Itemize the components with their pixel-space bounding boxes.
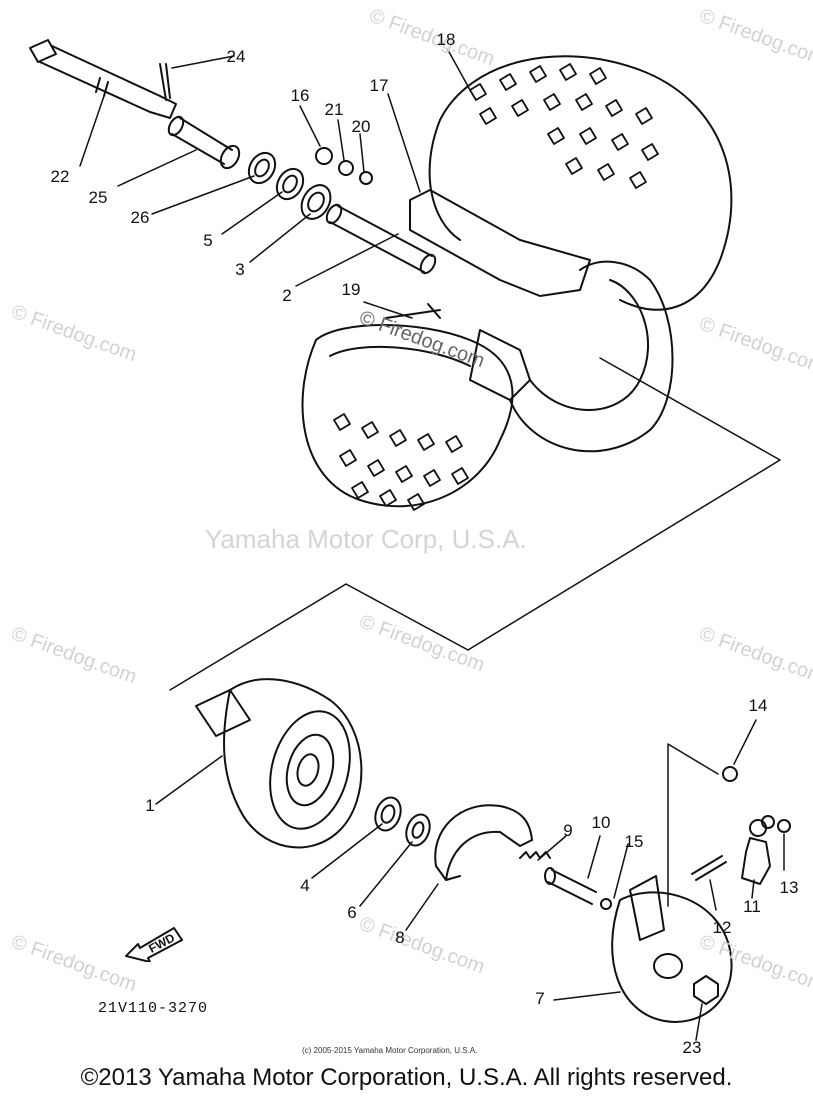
nut-23-part [693,975,719,1005]
callout-15: 15 [624,832,644,851]
bolt-12-part [691,855,727,881]
nut-13-part [777,819,791,833]
tire-treads [333,63,659,511]
cotter-pin-part [159,63,171,101]
hub-part [195,678,363,849]
callout-10: 10 [591,813,611,832]
callout-13: 13 [779,878,799,897]
callout-18: 18 [436,30,456,49]
oil-seal-part [247,151,277,185]
part-code: 21V110-3270 [98,1000,209,1017]
callout-5: 5 [203,231,213,250]
collar-part [167,115,241,170]
tire-part [301,55,733,508]
callout-20: 20 [351,117,371,136]
axle-bolt-part [29,39,177,119]
callout-23: 23 [682,1038,702,1057]
callout-22: 22 [50,167,70,186]
callout-1: 1 [145,796,155,815]
footer-copyright: ©2013 Yamaha Motor Corporation, U.S.A. A… [80,1064,733,1091]
nut-16-part [315,147,333,165]
camshaft-part [544,867,597,905]
callout-25: 25 [88,188,108,207]
callout-4: 4 [300,876,310,895]
bearing-lower-part [374,796,402,832]
cam-lever-part [741,815,775,885]
spring-part [519,851,551,859]
brake-shoe-part [434,804,533,881]
washer-15-part [600,898,612,910]
callout-9: 9 [563,821,573,840]
washer-21-part [338,160,354,176]
spacer-part [325,203,437,275]
assembly-guide-lines [169,357,781,691]
brake-panel-part [611,875,733,1023]
callout-11: 11 [743,897,761,916]
callout-8: 8 [395,928,405,947]
center-watermark: Yamaha Motor Corp, U.S.A. [205,524,527,554]
small-copyright: (c) 2005-2015 Yamaha Motor Corporation, … [302,1046,478,1055]
forward-arrow-icon: FWD [125,927,183,962]
callout-leaders [79,49,785,1041]
callout-17: 17 [369,76,389,95]
callout-3: 3 [235,260,245,279]
callout-7: 7 [535,989,545,1008]
callout-21: 21 [324,100,344,119]
callout-16: 16 [290,86,310,105]
washer-14-part [722,766,738,782]
callout-26: 26 [130,208,150,227]
callout-2: 2 [282,286,292,305]
callout-6: 6 [347,903,357,922]
callout-19: 19 [341,280,361,299]
bearing-upper-part [275,167,305,201]
callout-14: 14 [748,696,768,715]
callout-24: 24 [226,47,246,66]
seal-lower-part [405,813,431,847]
valve-part [385,303,441,319]
rim-part [409,189,674,453]
callout-12: 12 [712,918,732,937]
bearing-3-part [300,184,332,220]
washer-20-part [359,171,373,185]
